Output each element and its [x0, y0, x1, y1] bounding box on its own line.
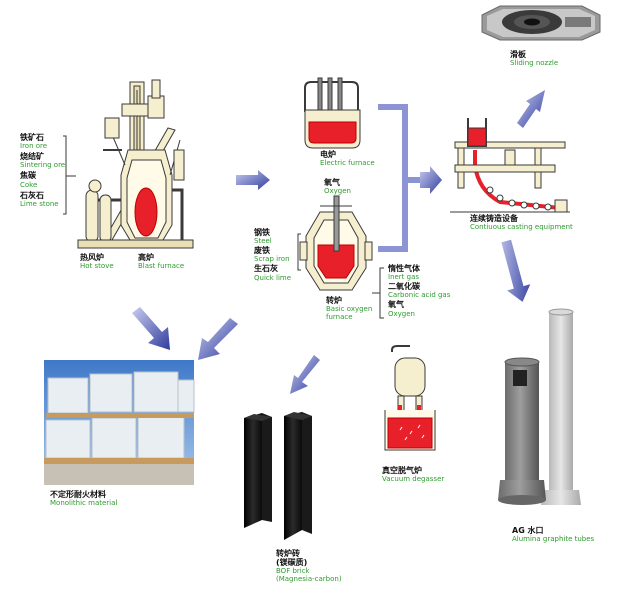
input-iron-ore: 铁矿石 Iron ore [20, 133, 48, 151]
input-inert-gas: 惰性气体 Inert gas [388, 264, 420, 282]
input-steel: 钢铁 Steel [254, 228, 272, 246]
join-bracket [378, 104, 426, 252]
electric-furnace-label: 电炉 Electric furnace [320, 150, 375, 168]
input-scrap-iron: 废铁 Scrap iron [254, 246, 290, 264]
vacuum-degasser-label: 真空脱气炉 Vacuum degasser [382, 466, 445, 484]
arrow-to-furnaces [236, 170, 270, 190]
arrow-to-bof-brick [290, 355, 320, 394]
blast-furnace-label: 高炉 Blast furnace [138, 253, 185, 271]
bof-brick-label: 转炉砖 (镁碳质) BOF brick (Magnesia-carbon) [276, 549, 342, 584]
hot-stove-label: 热风炉 Hot stove [80, 253, 114, 271]
arrow-to-sliding-nozzle [517, 90, 545, 128]
continuous-casting-illustration [450, 118, 570, 213]
ag-tubes-label: AG 水口 Alumina graphite tubes [512, 526, 595, 544]
oxygen-top-label: 氧气 Oxygen [324, 178, 351, 196]
gas-inputs-bracket [379, 267, 384, 319]
bof-converter-illustration [299, 195, 373, 291]
ag-tubes-image [498, 308, 581, 505]
sliding-nozzle-label: 滑板 Sliding nozzle [510, 50, 559, 68]
arrow-to-ag-tubes [501, 239, 531, 302]
arrow-to-casting [420, 166, 442, 194]
input-lime-stone: 石灰石 Lime stone [20, 190, 59, 208]
bof-label: 转炉 Basic oxygen furnace [326, 296, 373, 322]
vacuum-degasser-illustration [384, 345, 436, 451]
monolithic-material-image [44, 360, 195, 485]
blast-furnace-inputs: 铁矿石 Iron ore 烧结矿 Sintering ore 焦碳 Coke 石… [20, 133, 65, 208]
arrows-to-monolithic [132, 307, 238, 360]
input-sintering-ore: 烧结矿 Sintering ore [20, 152, 66, 170]
monolithic-label: 不定形耐火材料 Monolithic material [50, 490, 118, 508]
input-quick-lime: 生石灰 Quick lime [254, 264, 292, 282]
converter-inputs-bracket [297, 233, 301, 271]
converter-inputs: 钢铁 Steel 废铁 Scrap iron 生石灰 Quick lime [254, 228, 291, 282]
input-coke: 焦碳 Coke [20, 171, 38, 189]
input-carbonic-acid-gas: 二氧化碳 Carbonic acid gas [388, 282, 451, 300]
inputs-bracket [63, 135, 67, 215]
continuous-casting-label: 连续铸造设备 Contiuous casting equipment [470, 214, 573, 232]
electric-furnace-illustration [304, 77, 361, 149]
input-oxygen: 氧气 Oxygen [388, 300, 415, 318]
sliding-nozzle-image [481, 5, 601, 41]
gas-inputs: 惰性气体 Inert gas 二氧化碳 Carbonic acid gas 氧气… [388, 264, 450, 318]
bof-brick-image [244, 412, 312, 540]
blast-furnace-illustration [77, 79, 194, 249]
